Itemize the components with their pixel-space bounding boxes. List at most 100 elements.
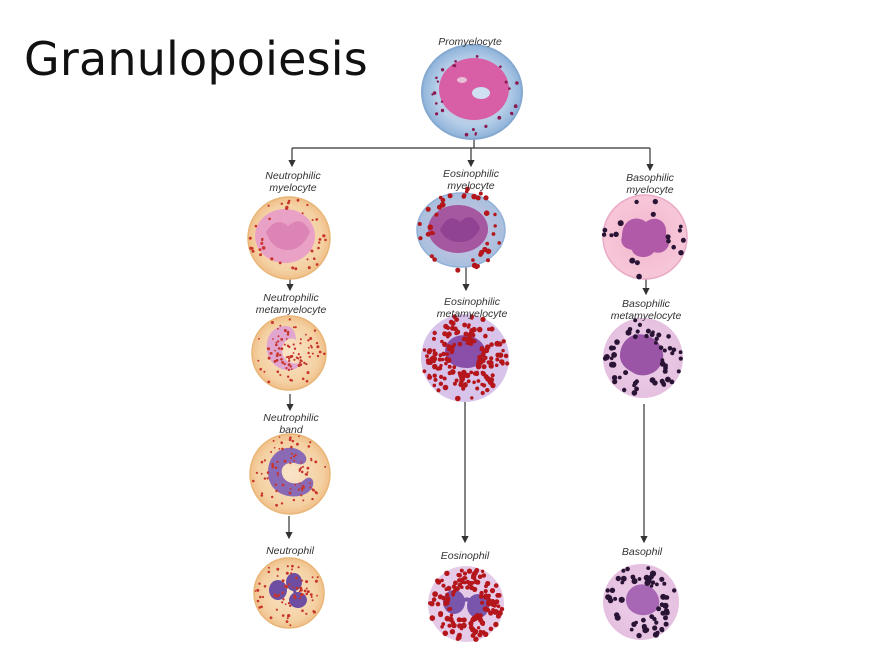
granule-dot <box>678 224 683 229</box>
granule-dot <box>440 339 444 344</box>
granule-dot <box>457 635 462 640</box>
granule-dot <box>252 479 255 483</box>
granule-dot <box>445 592 450 598</box>
granule-dot <box>470 396 474 400</box>
granule-dot <box>301 212 304 215</box>
granule-dot <box>284 603 287 606</box>
granule-dot <box>473 636 479 642</box>
granule-dot <box>429 254 434 259</box>
granule-dot <box>311 352 314 355</box>
granule-dot <box>678 250 684 256</box>
granule-dot <box>312 488 315 492</box>
granule-dot <box>492 602 497 608</box>
granule-dot <box>505 361 510 366</box>
granule-dot <box>287 201 290 205</box>
granule-dot <box>611 375 618 381</box>
granule-dot <box>306 590 310 594</box>
granule-dot <box>277 335 280 338</box>
granule-dot <box>460 579 465 585</box>
granule-dot <box>278 448 281 450</box>
granule-dot <box>295 586 299 590</box>
granule-dot <box>629 627 634 632</box>
granule-dot <box>310 596 313 598</box>
granule-dot <box>279 353 282 357</box>
granule-dot <box>634 379 639 384</box>
granule-dot <box>609 233 614 238</box>
granule-dot <box>280 502 284 505</box>
granule-dot <box>437 357 442 362</box>
granule-dot <box>613 231 619 237</box>
granule-dot <box>273 446 276 449</box>
granule-dot <box>294 453 297 457</box>
granule-dot <box>299 338 302 341</box>
granule-dot <box>432 257 437 262</box>
granule-dot <box>449 349 454 355</box>
granule-dot <box>432 383 437 388</box>
granule-dot <box>632 334 638 340</box>
granule-dot <box>293 596 297 600</box>
granule-dot <box>513 104 518 109</box>
granule-dot <box>260 460 264 464</box>
label-basophilic-metamyelocyte: Basophilic metamyelocyte <box>610 298 682 322</box>
granule-dot <box>317 246 320 250</box>
granule-dot <box>305 587 308 590</box>
granule-dot <box>483 593 489 599</box>
granule-dot <box>453 326 458 332</box>
granule-dot <box>310 457 313 460</box>
granule-dot <box>662 602 669 609</box>
granule-dot <box>671 244 676 250</box>
granule-dot <box>297 488 300 491</box>
granule-dot <box>442 376 447 381</box>
eosinophilic-metamyelocyte-cell <box>421 314 510 402</box>
granule-dot <box>289 378 293 382</box>
eosinophilic-myelocyte-cell <box>416 186 506 273</box>
granule-dot <box>442 630 449 637</box>
granule-dot <box>278 436 281 438</box>
granule-dot <box>286 330 290 334</box>
granule-dot <box>664 610 670 616</box>
granule-dot <box>314 460 318 464</box>
granule-dot <box>489 326 495 332</box>
granule-dot <box>300 461 303 464</box>
granule-dot <box>479 590 484 596</box>
granule-dot <box>316 594 318 597</box>
granule-dot <box>463 382 468 387</box>
granule-dot <box>451 622 457 629</box>
granule-dot <box>656 606 662 612</box>
granule-dot <box>447 371 452 376</box>
granule-dot <box>468 341 474 346</box>
granule-dot <box>432 91 437 95</box>
granule-dot <box>324 465 327 468</box>
granule-dot <box>483 210 490 216</box>
granule-dot <box>469 585 475 591</box>
granule-dot <box>425 206 431 212</box>
granule-dot <box>488 626 494 632</box>
granule-dot <box>451 584 457 589</box>
granule-dot <box>310 346 313 349</box>
granule-dot <box>441 622 446 626</box>
granule-dot <box>659 576 665 582</box>
label-basophil: Basophil <box>621 546 663 558</box>
granule-dot <box>625 329 632 336</box>
granule-dot <box>456 617 462 623</box>
granule-dot <box>485 241 490 246</box>
granule-dot <box>672 588 677 593</box>
granule-dot <box>287 368 291 372</box>
granule-dot <box>432 330 437 336</box>
granule-dot <box>461 372 466 377</box>
granule-dot <box>275 354 279 357</box>
granule-dot <box>292 586 294 589</box>
granule-dot <box>256 599 260 603</box>
granule-dot <box>267 380 271 384</box>
granule-dot <box>293 358 296 361</box>
granule-dot <box>475 386 480 391</box>
granule-dot <box>663 621 669 627</box>
granule-dot <box>283 343 286 346</box>
granule-dot <box>478 594 484 599</box>
granule-dot <box>305 592 309 596</box>
granule-dot <box>649 377 656 383</box>
granule-dot <box>493 583 499 588</box>
granule-dot <box>622 387 627 393</box>
granule-dot <box>296 442 299 446</box>
